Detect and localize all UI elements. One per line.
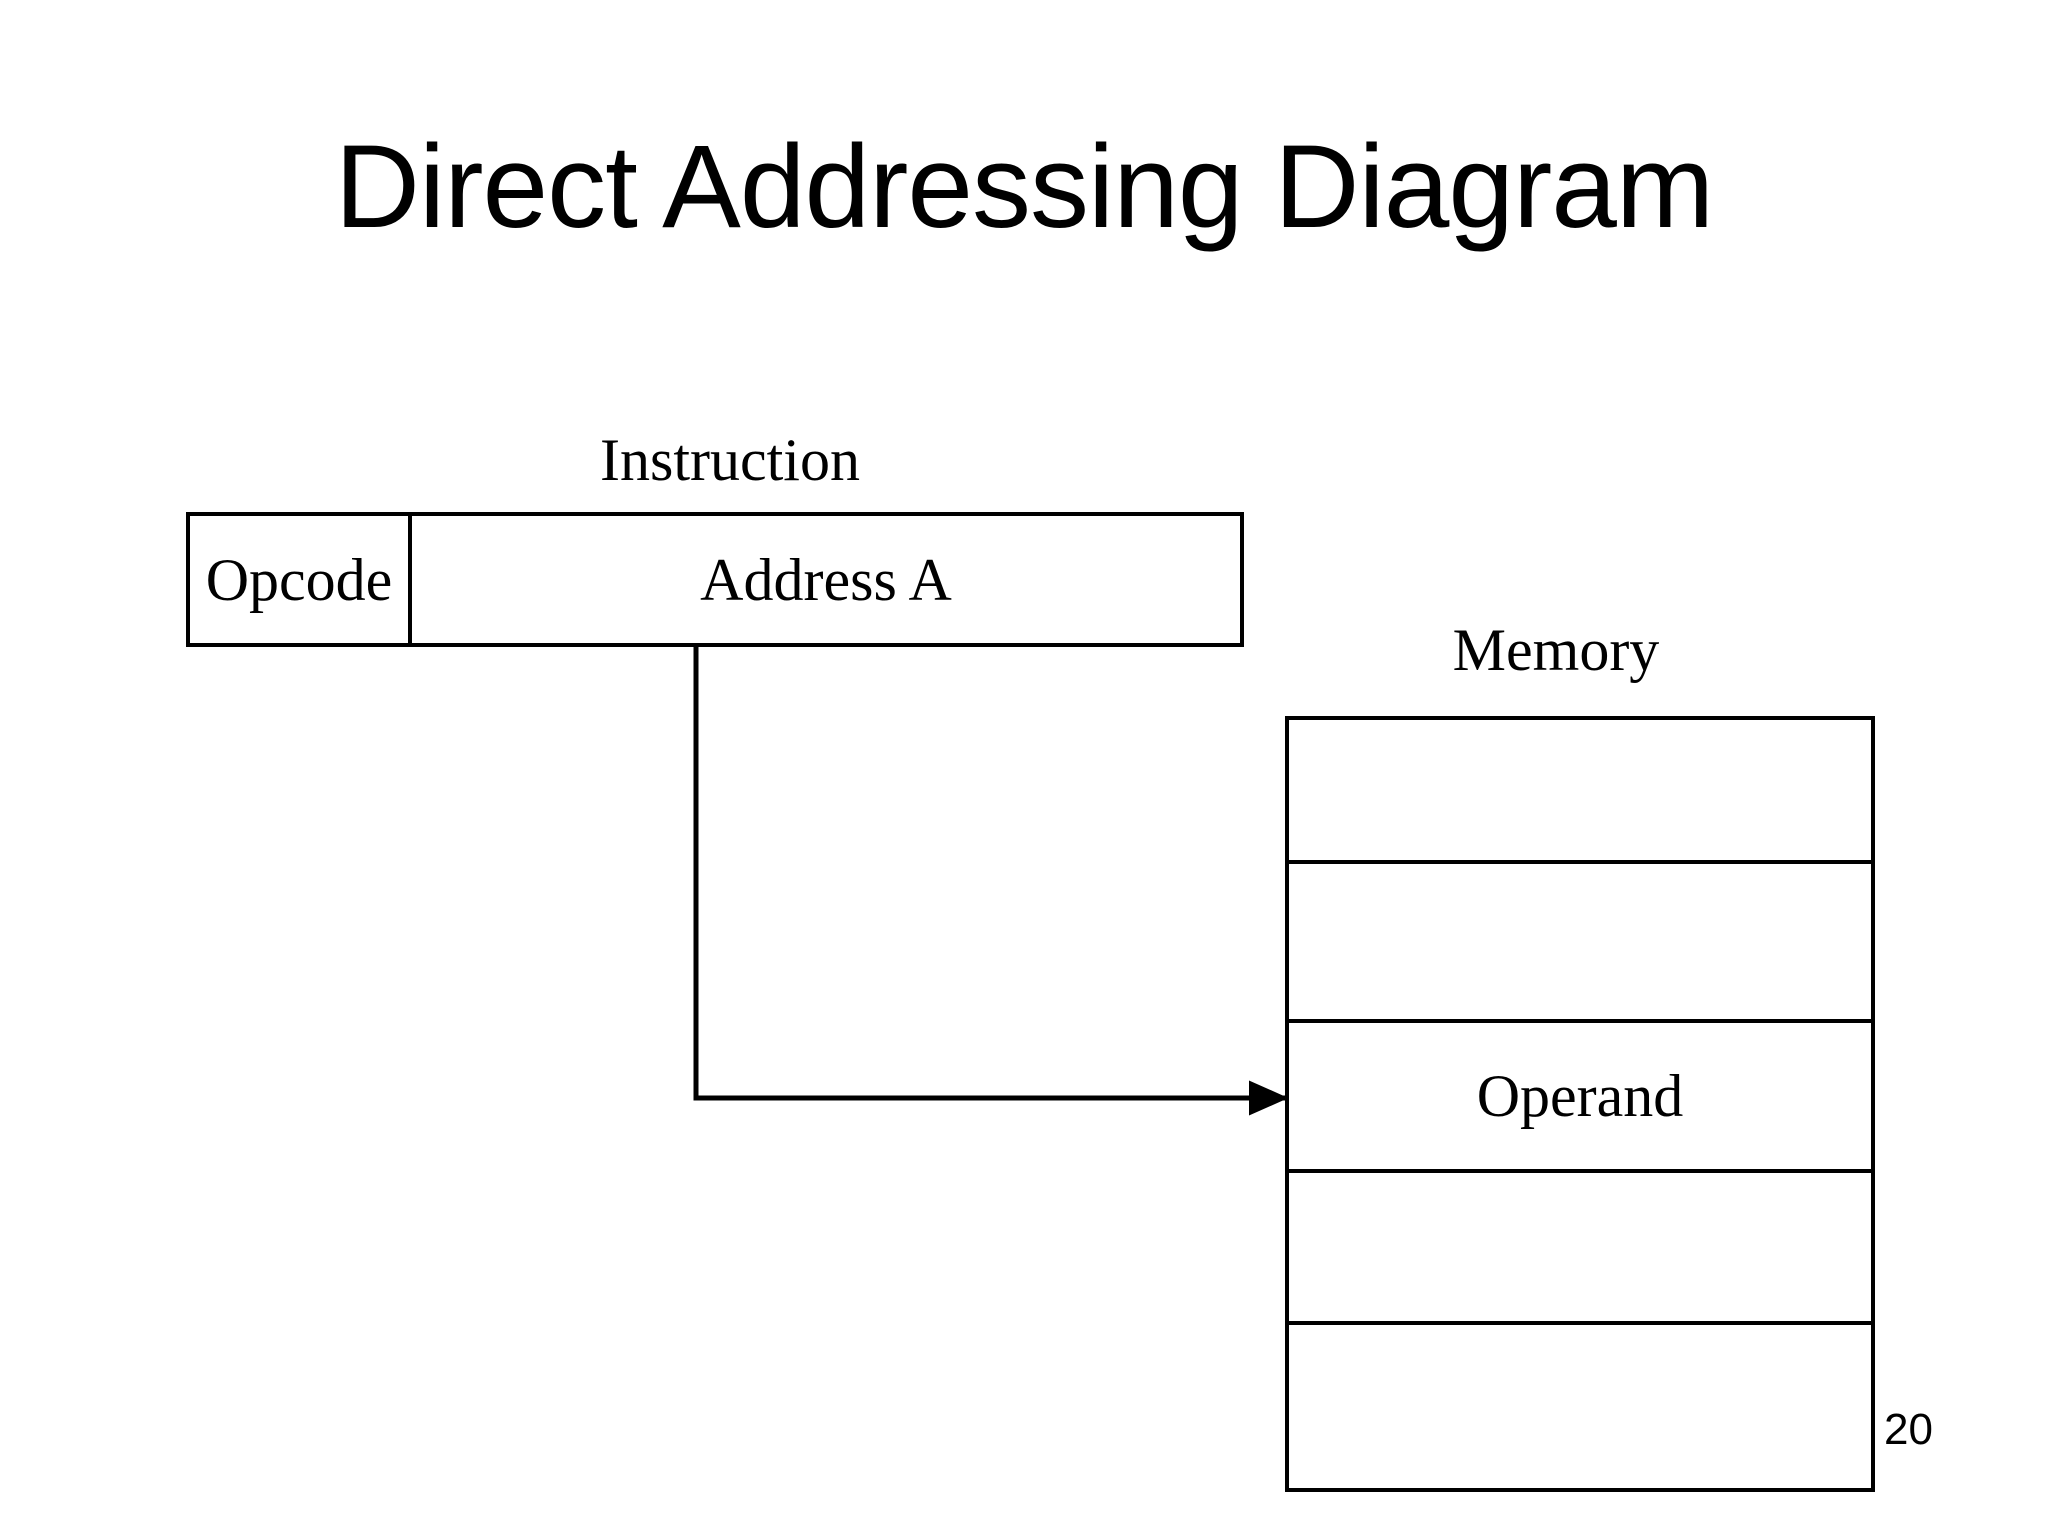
instruction-caption: Instruction — [600, 427, 860, 493]
memory-cell-operand-label: Operand — [1476, 1063, 1684, 1130]
memory-cell-5 — [1289, 1325, 1871, 1488]
memory-caption: Memory — [1452, 617, 1660, 683]
page-title: Direct Addressing Diagram — [334, 121, 1714, 253]
connector-line — [693, 647, 1285, 1101]
instruction-field-opcode-label: Opcode — [205, 546, 393, 613]
memory-cell-operand: Operand — [1289, 1023, 1871, 1173]
instruction-field-address-label: Address A — [700, 546, 952, 613]
memory-cell-4 — [1289, 1173, 1871, 1325]
memory-cell-2 — [1289, 864, 1871, 1024]
page-number: 20 — [1884, 1405, 1933, 1454]
instruction-box: Opcode Address A — [186, 512, 1244, 647]
instruction-field-opcode: Opcode — [190, 516, 412, 643]
memory-box: Operand — [1285, 716, 1875, 1492]
instruction-field-address: Address A — [412, 516, 1240, 643]
memory-cell-1 — [1289, 720, 1871, 865]
arrow-right-icon — [1249, 1080, 1289, 1116]
